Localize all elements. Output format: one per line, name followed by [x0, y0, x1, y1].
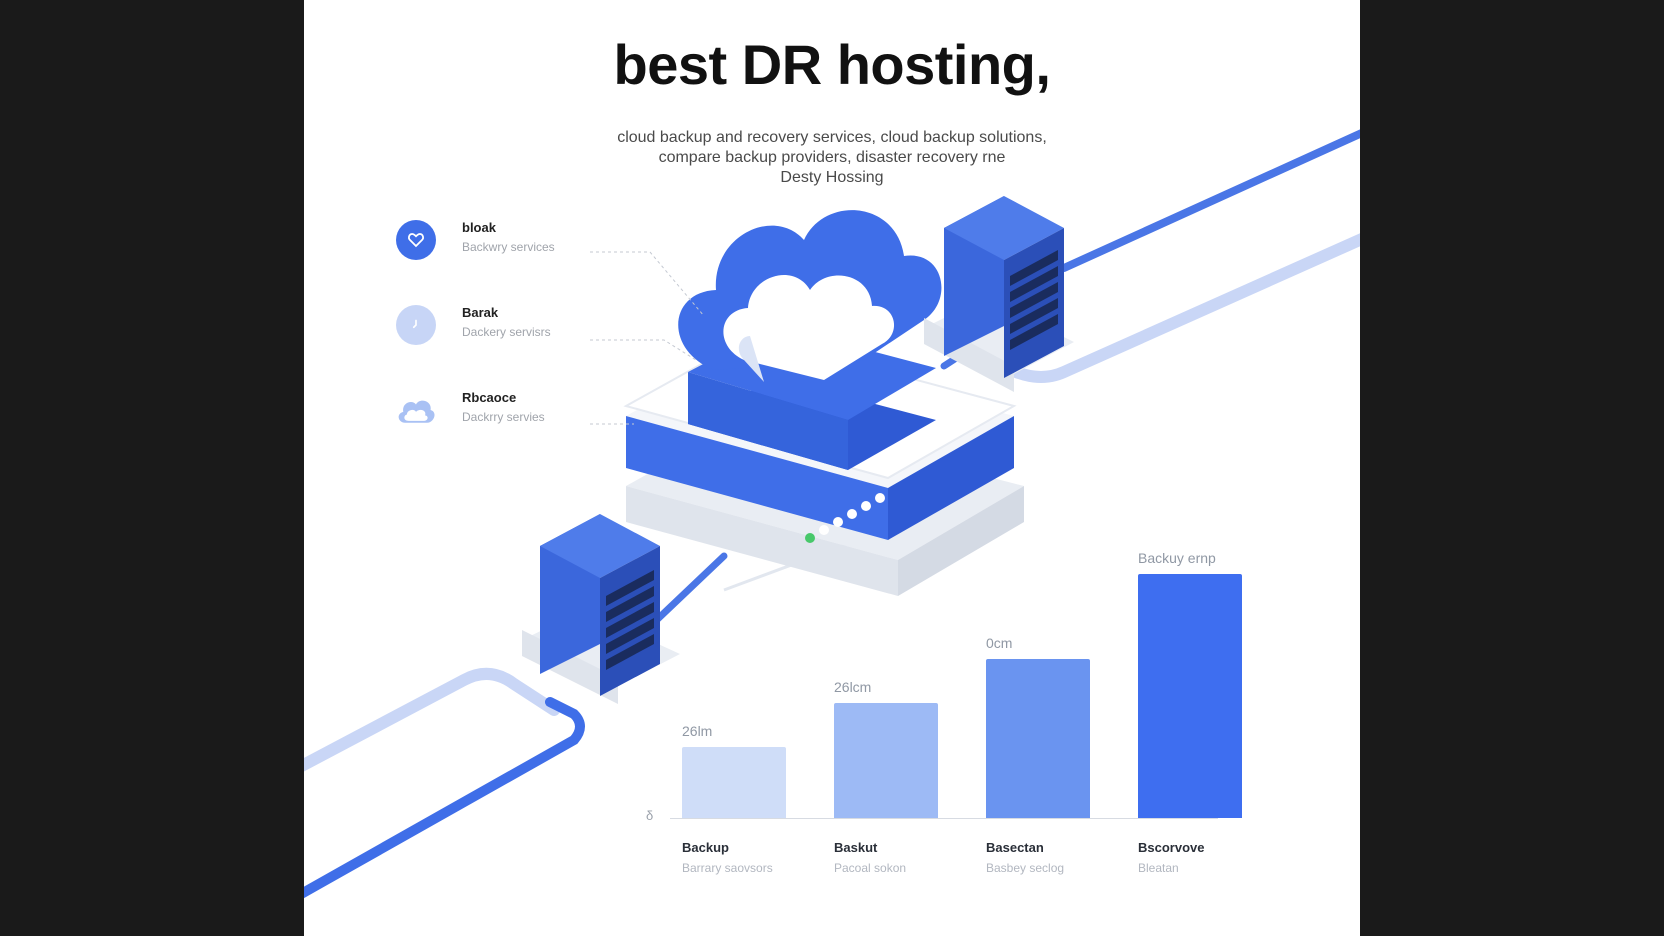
baseline-label: δ: [646, 808, 654, 823]
category-subtitle: Barrary saovsors: [682, 861, 773, 875]
clock-icon: [396, 305, 436, 345]
category-subtitle: Pacoal sokon: [834, 861, 907, 875]
category-title: Bscorvove: [1138, 840, 1205, 855]
legend-title: bloak: [462, 220, 496, 235]
bar-value-label: 0cm: [986, 635, 1013, 652]
legend-title: Barak: [462, 305, 499, 320]
subtitle-line-2: compare backup providers, disaster recov…: [658, 149, 1006, 166]
bar-2: [834, 703, 938, 818]
legend-item-2: Barak Dackery servisrs: [396, 305, 551, 345]
legend-item-3: Rbcaoce Dackrry servies: [396, 390, 545, 430]
category-subtitle: Basbey seclog: [986, 861, 1065, 875]
bar-value-label: Backuy ernp: [1138, 550, 1216, 566]
legend-subtitle: Dackery servisrs: [462, 325, 551, 339]
category-title: Basectan: [986, 840, 1044, 855]
cloud-graphic: [678, 210, 942, 470]
baseline-axis: [670, 818, 1218, 819]
bar-3: [986, 659, 1090, 818]
legend-subtitle: Backwry services: [462, 240, 555, 254]
server-bottom-left: [522, 514, 680, 704]
legend-title: Rbcaoce: [462, 390, 517, 405]
legend-item-1: bloak Backwry services: [396, 220, 555, 260]
server-top-right: [924, 196, 1074, 392]
infographic-canvas: best DR hosting, cloud backup and recove…: [304, 0, 1360, 936]
cloud-icon: [396, 390, 436, 430]
category-subtitle: Bleatan: [1138, 861, 1179, 875]
heart-icon: [396, 220, 436, 260]
subtitle-line-1: cloud backup and recovery services, clou…: [617, 129, 1047, 146]
bar-1: [682, 747, 786, 818]
category-title: Backup: [682, 840, 729, 855]
network-illustration: [304, 129, 1360, 899]
bar-value-label: 26lm: [682, 723, 713, 740]
left-cable-light: [304, 668, 560, 772]
category-title: Baskut: [834, 840, 878, 855]
bar-4: [1138, 574, 1242, 818]
left-cable: [304, 697, 585, 899]
legend-subtitle: Dackrry servies: [462, 410, 545, 424]
headline: best DR hosting,: [613, 33, 1051, 96]
bar-value-label: 26lcm: [834, 679, 872, 696]
right-cable: [1060, 129, 1360, 272]
subtitle-line-3: Desty Hossing: [780, 169, 884, 186]
subtitle: cloud backup and recovery services, clou…: [304, 128, 1360, 188]
